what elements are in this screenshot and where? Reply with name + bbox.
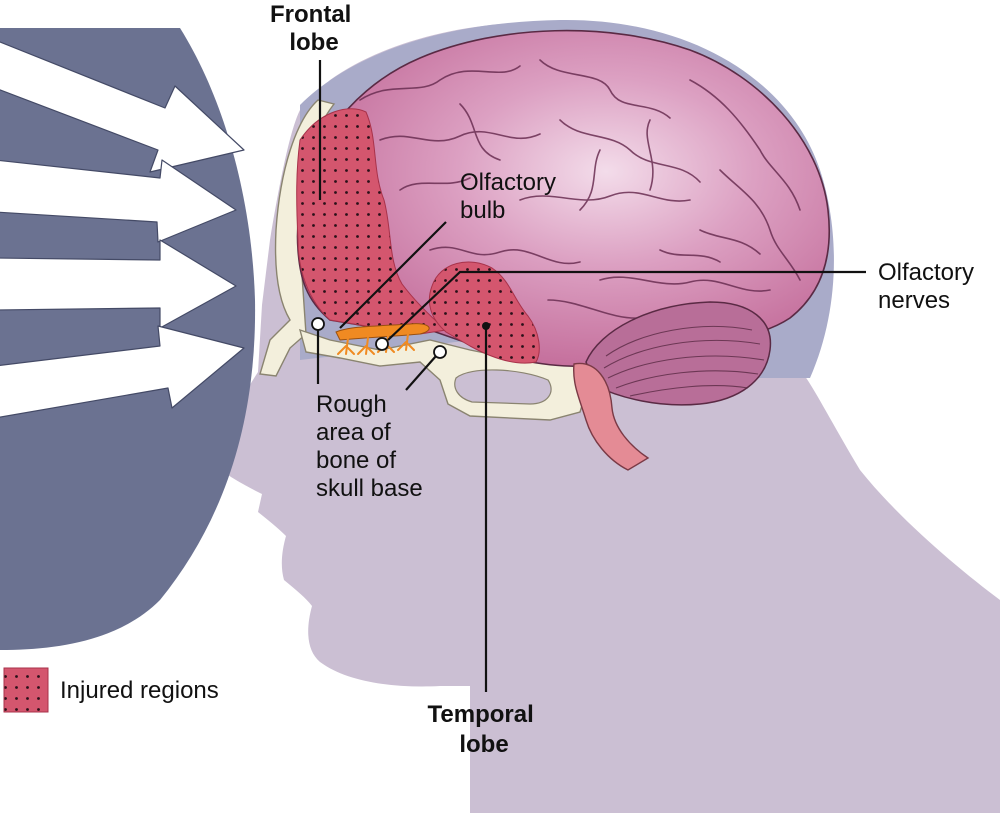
rough-area-leader-2 [405, 355, 437, 391]
olfactory-bulb-label: Olfactory bulb [460, 169, 563, 224]
impact-arrows [0, 41, 245, 418]
brain-gyri [359, 59, 801, 319]
rough-area-label: Rough area of bone of skull base [316, 391, 423, 502]
impact-arrow-3 [0, 239, 237, 329]
legend-label: Injured regions [60, 677, 219, 704]
cerebellum-folia [603, 325, 765, 397]
temporal-lobe-label: Temporal lobe [428, 701, 541, 758]
impact-arrow-1 [0, 41, 245, 173]
injured-temporal-region [428, 261, 540, 364]
injured-frontal-region [296, 108, 448, 335]
rough-bone-pointer-circle-1 [311, 317, 325, 331]
legend: Injured regions [3, 667, 219, 713]
olfactory-nerves-leader [387, 270, 866, 341]
olfactory-nerves-label: Olfactory nerves [878, 259, 981, 314]
olfactory-bulb-leader [339, 221, 447, 329]
temporal-lobe-leader-dot [482, 322, 490, 330]
frontal-lobe-label: Frontal lobe [270, 1, 358, 56]
olfactory-nerve-fibers [337, 333, 415, 355]
rough-bone-pointer-circle-2 [433, 345, 447, 359]
olfactory-bulb-shape [335, 323, 430, 341]
legend-swatch [3, 667, 49, 713]
leader-lines [316, 60, 866, 692]
olfactory-pointer-circle [375, 337, 389, 351]
impact-arrow-2 [0, 159, 237, 243]
sella-opening [454, 369, 552, 405]
cerebellum [585, 301, 772, 406]
impact-arrow-4 [0, 325, 245, 418]
brainstem [572, 362, 650, 471]
